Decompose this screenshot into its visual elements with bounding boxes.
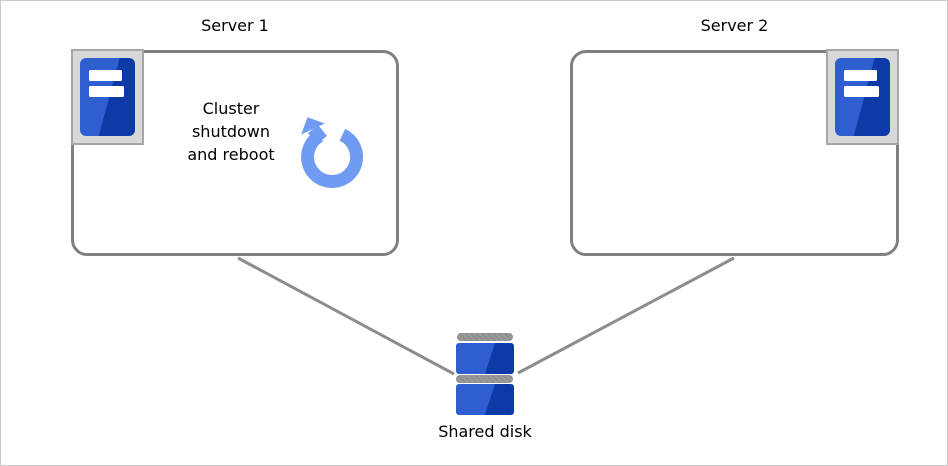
connector-server2-shared-disk [517,256,735,375]
disk-top-bar [457,333,513,341]
tower-slot-bar [844,70,877,81]
tower-slot-bar [844,86,879,97]
tower-slot-bar [89,70,122,81]
reboot-icon [301,117,364,188]
tower-slot-bar [89,86,124,97]
reboot-arrow-head [301,117,325,135]
reboot-arc [301,128,364,188]
cluster-shutdown-annotation: Cluster shutdown and reboot [169,97,293,166]
disk-platter [456,384,514,415]
server-tower-icon [835,58,890,136]
server-tower-icon [80,58,135,136]
server2-server-tower-icon [826,49,899,145]
connector-server1-shared-disk [237,256,455,376]
shared-disk-label: Shared disk [438,422,532,441]
annotation-line: Cluster [202,99,260,118]
reboot-arrow-shaft [307,124,328,145]
disk-platter [456,343,514,374]
disk-middle-bar [456,375,513,383]
annotation-line: and reboot [187,145,275,164]
annotation-line: shutdown [191,122,271,141]
server2-title: Server 2 [700,16,769,35]
server1-server-tower-icon [71,49,144,145]
server1-title: Server 1 [201,16,269,35]
